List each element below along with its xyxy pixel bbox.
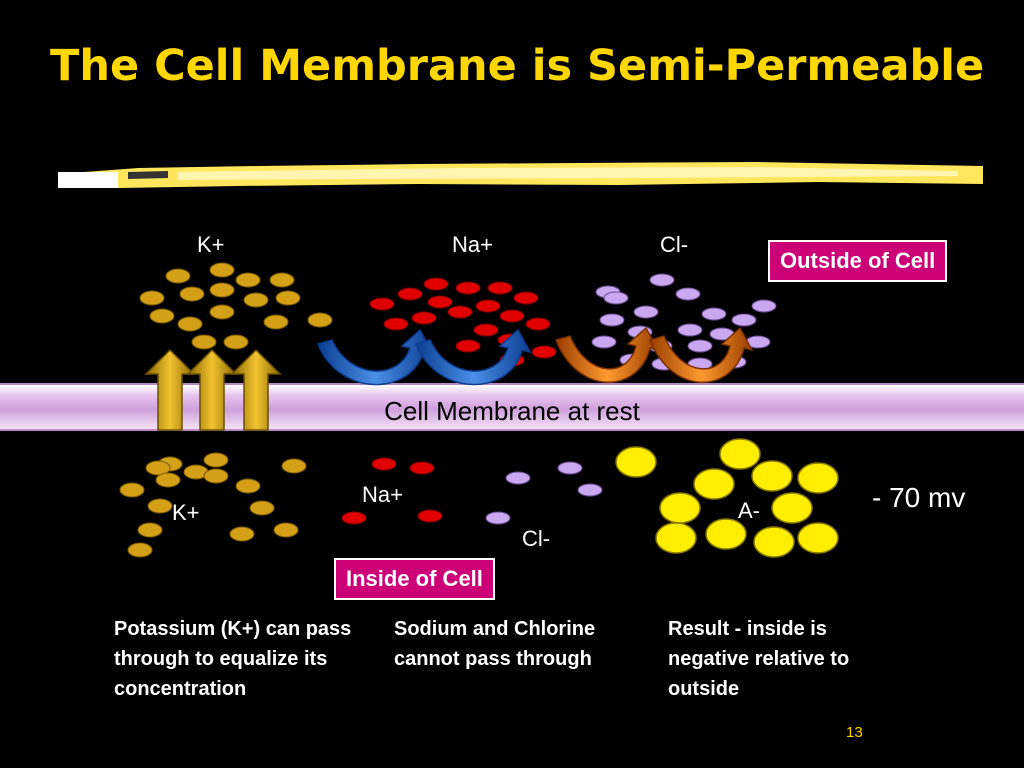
inside-a-label: A-	[738, 498, 760, 523]
outside-k-label: K+	[197, 232, 225, 257]
inside-sodium-ions	[341, 457, 443, 525]
outside-na-label: Na+	[452, 232, 493, 257]
page-number: 13	[846, 724, 863, 741]
chloride-blocked-arrows	[554, 326, 754, 383]
potassium-note: Potassium (K+) can pass through to equal…	[114, 618, 352, 700]
membrane-potential: - 70 mv	[872, 482, 966, 513]
inside-cl-label: Cl-	[522, 526, 551, 551]
slide-title: The Cell Membrane is Semi-Permeable	[50, 41, 985, 91]
title-underline-decoration	[58, 162, 983, 188]
potassium-pass-arrows	[144, 348, 282, 431]
outside-chloride-ions	[591, 273, 777, 371]
result-note: Result - inside is negative relative to …	[668, 618, 850, 700]
outside-potassium-ions	[139, 262, 333, 350]
inside-of-cell-label: Inside of Cell	[334, 558, 495, 600]
outside-sodium-ions	[369, 277, 557, 367]
sodium-chlorine-note: Sodium and Chlorine cannot pass through	[394, 618, 596, 670]
inside-chloride-ions	[485, 461, 603, 525]
cell-membrane-label: Cell Membrane at rest	[384, 396, 640, 426]
inside-potassium-ions	[119, 452, 307, 558]
sodium-blocked-arrows	[316, 328, 532, 386]
inside-k-label: K+	[172, 500, 200, 525]
outside-of-cell-label: Outside of Cell	[768, 240, 948, 282]
inside-anion-ions	[615, 438, 839, 558]
outside-cl-label: Cl-	[660, 232, 689, 257]
inside-na-label: Na+	[362, 482, 403, 507]
